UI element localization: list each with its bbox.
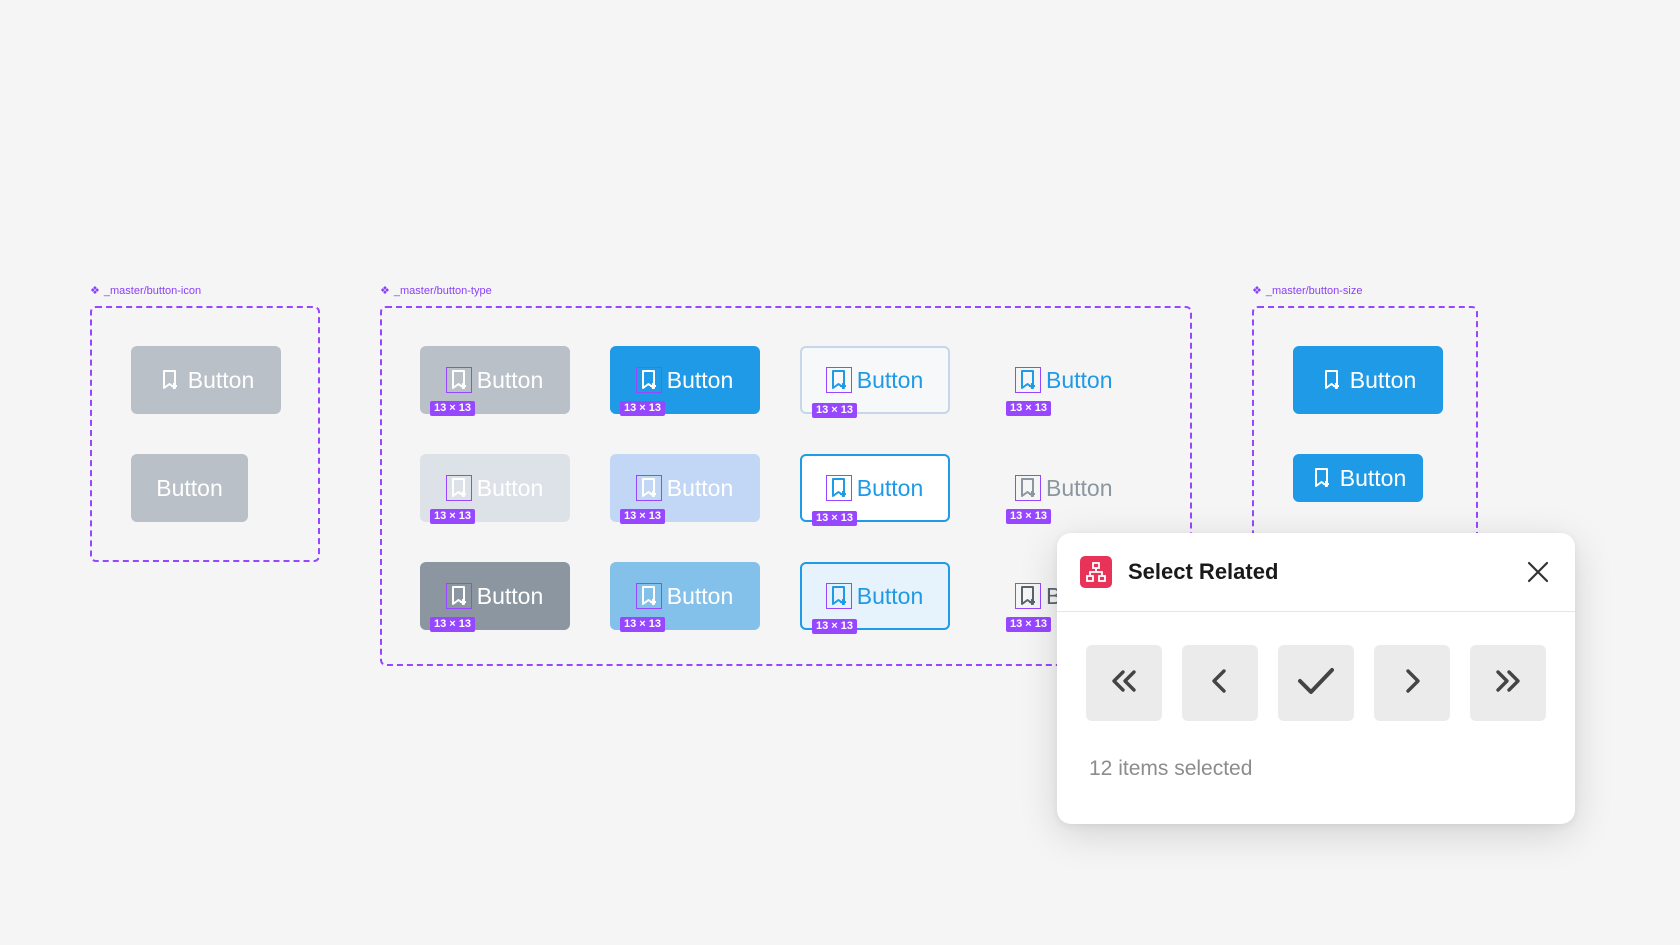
- button-with-icon[interactable]: Button: [131, 346, 281, 414]
- dialog-actions: [1086, 645, 1546, 721]
- bookmark-add-icon: [635, 367, 662, 393]
- icon-size-badge: 13 × 13: [430, 509, 476, 524]
- bookmark-add-icon: [825, 475, 852, 501]
- icon-size-badge: 13 × 13: [620, 617, 666, 632]
- button-label: Button: [666, 474, 734, 501]
- double-chevron-left-icon: [1107, 664, 1141, 703]
- dialog-header: Select Related: [1057, 533, 1575, 612]
- component-set-label[interactable]: ❖ _master/button-size: [1252, 285, 1362, 297]
- bookmark-add-icon: [1015, 367, 1041, 393]
- button-label: Button: [1339, 464, 1407, 491]
- button-label: Button: [856, 474, 924, 501]
- check-icon: [1296, 664, 1336, 703]
- button-type-ghost-blue[interactable]: Button 13 × 13: [990, 346, 1140, 416]
- component-set-frame-button-icon[interactable]: Button Button: [90, 306, 320, 562]
- button-without-icon[interactable]: Button: [131, 454, 248, 522]
- component-set-name: _master/button-size: [1265, 285, 1363, 297]
- component-set-name: _master/button-icon: [103, 285, 202, 297]
- bookmark-add-icon: [445, 583, 472, 609]
- button-label: Button: [187, 366, 255, 393]
- close-icon[interactable]: [1523, 557, 1553, 587]
- button-label: Button: [1349, 366, 1417, 393]
- component-icon: ❖: [90, 284, 100, 297]
- button-type-outline-pale[interactable]: Button 13 × 13: [800, 346, 950, 418]
- button-label: Button: [666, 366, 734, 393]
- button-label: Button: [476, 474, 544, 501]
- bookmark-add-icon: [158, 368, 182, 392]
- confirm-select-button[interactable]: [1278, 645, 1354, 721]
- button-label: Button: [476, 582, 544, 609]
- button-size-medium[interactable]: Button: [1293, 454, 1423, 502]
- bookmark-add-icon: [1320, 368, 1344, 392]
- bookmark-add-icon: [1015, 475, 1041, 501]
- select-next-button[interactable]: [1374, 645, 1450, 721]
- button-label: Button: [666, 582, 734, 609]
- button-type-ghost-gray[interactable]: Button 13 × 13: [990, 454, 1140, 524]
- component-set-label[interactable]: ❖ _master/button-type: [380, 285, 492, 297]
- select-related-dialog: Select Related: [1057, 533, 1575, 824]
- bookmark-add-icon: [635, 475, 662, 501]
- icon-size-badge: 13 × 13: [430, 617, 476, 632]
- button-label: Button: [156, 474, 223, 501]
- button-type-outline[interactable]: Button 13 × 13: [800, 454, 950, 526]
- component-icon: ❖: [1252, 284, 1262, 297]
- select-first-button[interactable]: [1086, 645, 1162, 721]
- icon-size-badge: 13 × 13: [812, 403, 858, 418]
- bookmark-add-icon: [1310, 466, 1334, 490]
- component-set-name: _master/button-type: [393, 285, 492, 297]
- double-chevron-right-icon: [1491, 664, 1525, 703]
- button-label: Button: [856, 582, 924, 609]
- bookmark-add-icon: [825, 583, 852, 609]
- button-size-large[interactable]: Button: [1293, 346, 1443, 414]
- bookmark-add-icon: [445, 367, 472, 393]
- hierarchy-icon: [1080, 556, 1112, 588]
- component-icon: ❖: [380, 284, 390, 297]
- icon-size-badge: 13 × 13: [620, 401, 666, 416]
- button-label: Button: [1046, 474, 1113, 501]
- icon-size-badge: 13 × 13: [812, 619, 858, 634]
- icon-size-badge: 13 × 13: [430, 401, 476, 416]
- chevron-left-icon: [1203, 664, 1237, 703]
- button-label: Button: [1046, 366, 1113, 393]
- icon-size-badge: 13 × 13: [1006, 509, 1052, 524]
- dialog-title: Select Related: [1128, 559, 1279, 584]
- component-set-frame-button-size[interactable]: Button Button: [1252, 306, 1478, 586]
- select-last-button[interactable]: [1470, 645, 1546, 721]
- icon-size-badge: 13 × 13: [620, 509, 666, 524]
- bookmark-add-icon: [1015, 583, 1041, 609]
- button-label: Button: [476, 366, 544, 393]
- selection-count: 12 items selected: [1089, 757, 1253, 780]
- icon-size-badge: 13 × 13: [1006, 617, 1052, 632]
- button-label: Button: [856, 366, 924, 393]
- component-set-label[interactable]: ❖ _master/button-icon: [90, 285, 201, 297]
- bookmark-add-icon: [825, 367, 852, 393]
- icon-size-badge: 13 × 13: [1006, 401, 1052, 416]
- select-previous-button[interactable]: [1182, 645, 1258, 721]
- chevron-right-icon: [1395, 664, 1429, 703]
- bookmark-add-icon: [635, 583, 662, 609]
- bookmark-add-icon: [445, 475, 472, 501]
- icon-size-badge: 13 × 13: [812, 511, 858, 526]
- button-type-outline-fill[interactable]: Button 13 × 13: [800, 562, 950, 634]
